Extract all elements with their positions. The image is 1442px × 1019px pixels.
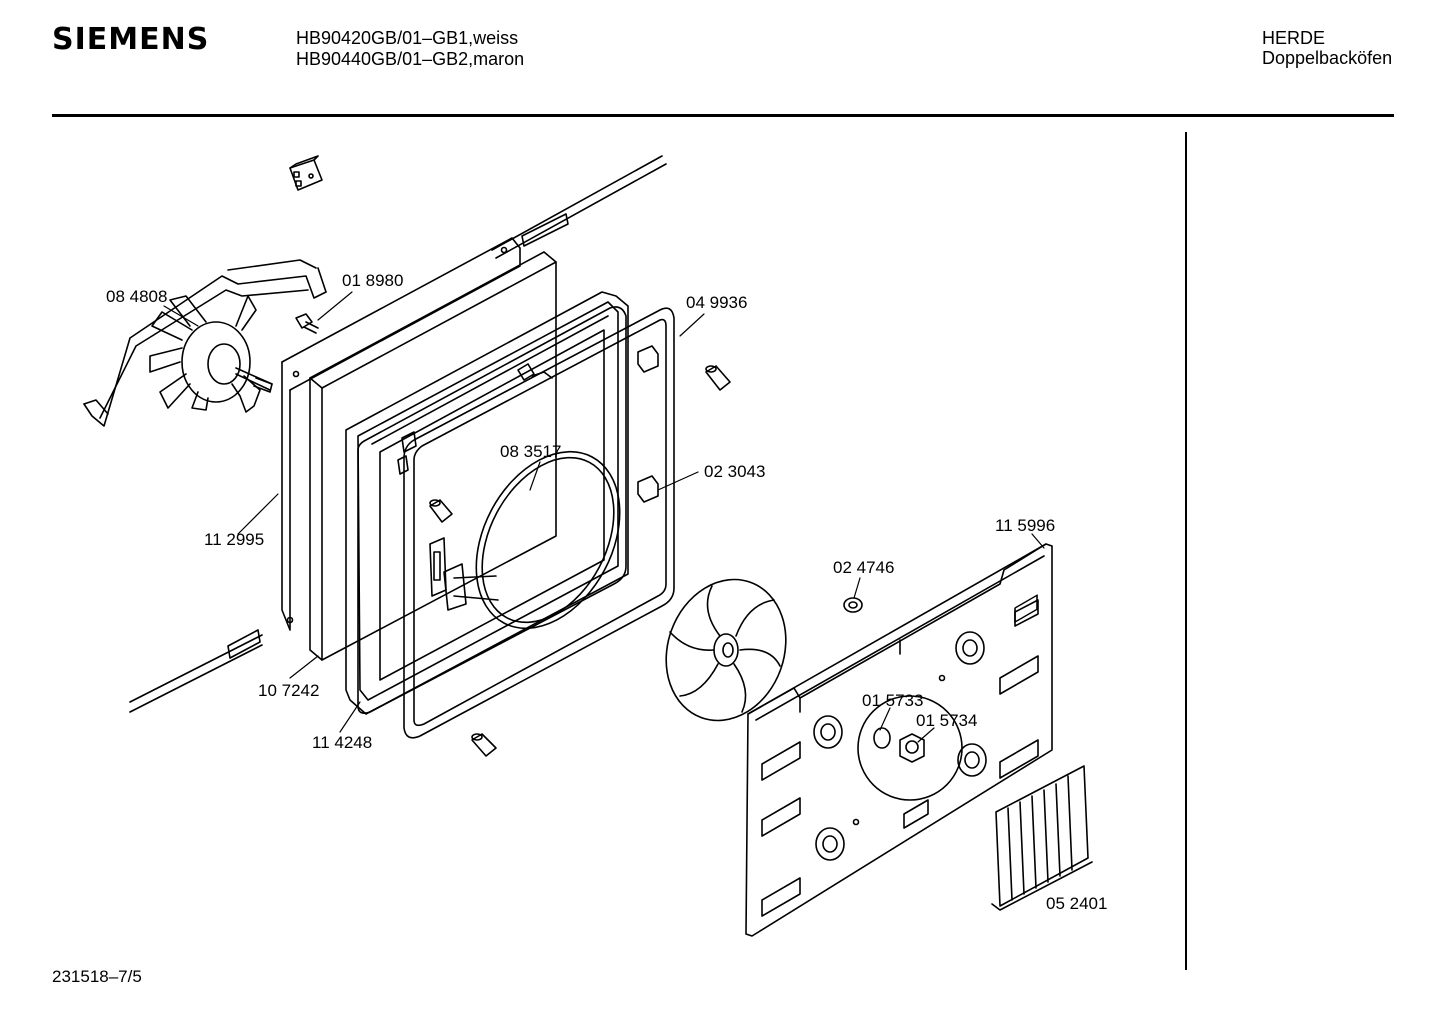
liner-icon xyxy=(345,291,629,715)
part-label: 08 4808 xyxy=(106,287,167,306)
model-line-2: HB90440GB/01–GB2,maron xyxy=(296,49,525,69)
part-label: 04 9936 xyxy=(686,293,747,312)
insulation-icon xyxy=(309,251,557,661)
part-label: 11 2995 xyxy=(204,530,264,549)
header-rule xyxy=(52,114,1394,117)
category-block: HERDE Doppelbacköfen xyxy=(1262,28,1392,68)
part-label: 10 7242 xyxy=(258,681,319,700)
terminal-block-icon xyxy=(289,155,323,191)
panel-icon xyxy=(281,237,521,631)
model-list: HB90420GB/01–GB1,weiss HB90440GB/01–GB2,… xyxy=(296,28,524,70)
back-panel-icon xyxy=(745,543,1053,937)
hub-nut-icon xyxy=(899,733,925,763)
leader-lines xyxy=(163,291,1045,743)
fan-wheel-icon xyxy=(665,578,787,722)
part-label: 05 2401 xyxy=(1046,894,1107,913)
part-label: 11 4248 xyxy=(312,733,372,752)
part-label: 01 5734 xyxy=(916,711,977,730)
part-label: 02 4746 xyxy=(833,558,894,577)
screw-icon xyxy=(295,313,319,334)
bracket-icon xyxy=(637,345,659,503)
seal-icon xyxy=(357,306,627,714)
model-line-1: HB90420GB/01–GB1,weiss xyxy=(296,28,519,48)
mounting-rail-bottom xyxy=(129,629,263,713)
nut-icon xyxy=(843,597,863,613)
category-line-1: HERDE xyxy=(1262,28,1326,48)
filter-icon xyxy=(991,765,1093,911)
gasket-icon xyxy=(403,307,675,739)
part-label: 02 3043 xyxy=(704,462,765,481)
mounting-rail-top xyxy=(491,155,667,259)
part-label: 01 8980 xyxy=(342,271,403,290)
part-label: 01 5733 xyxy=(862,691,923,710)
motor-icon xyxy=(83,259,327,427)
washer-icon xyxy=(873,727,891,749)
document-number: 231518–7/5 xyxy=(52,967,142,986)
margin-divider xyxy=(1185,132,1187,970)
category-line-2: Doppelbacköfen xyxy=(1262,48,1393,68)
part-label: 11 5996 xyxy=(995,516,1055,535)
part-label: 08 3517 xyxy=(500,442,561,461)
pin-icon xyxy=(429,365,731,757)
heating-element-icon xyxy=(429,450,621,630)
brand-logo: SIEMENS xyxy=(52,22,210,57)
